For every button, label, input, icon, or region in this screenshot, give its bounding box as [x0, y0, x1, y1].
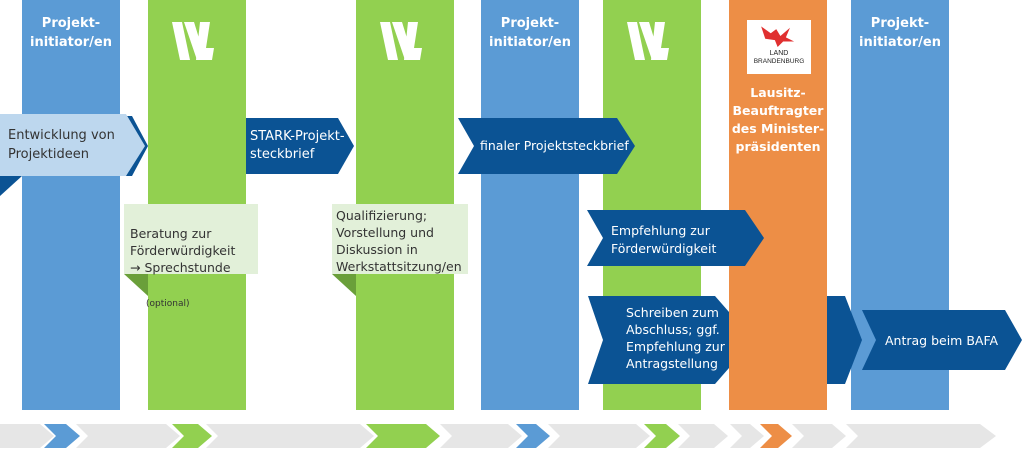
column-initiator-2: Projekt- initiator/en	[481, 0, 579, 410]
step-antrag: Antrag beim BAFA	[885, 333, 999, 348]
beratung-fold	[124, 274, 148, 296]
column-initiator-3-title: Projekt- initiator/en	[859, 16, 941, 50]
note-beratung: Beratung zur Förderwürdigkeit → Sprechst…	[130, 208, 256, 313]
antrag-arrow	[862, 310, 1022, 370]
wl-logo-icon	[172, 22, 214, 60]
column-initiator-1-title: Projekt- initiator/en	[30, 16, 112, 50]
note-qualifizierung: Qualifizierung; Vorstellung und Diskussi…	[336, 208, 462, 274]
note-beratung-optional: (optional)	[146, 299, 190, 309]
step-stark: STARK-Projekt- steckbrief	[250, 129, 345, 162]
column-initiator-1: Projekt- initiator/en	[22, 0, 120, 410]
empfehlung-arrow	[587, 210, 764, 266]
schreiben-arrow-ext	[827, 296, 862, 384]
step-entwicklung: Entwicklung von Projektideen	[8, 128, 115, 162]
entwicklung-box	[0, 114, 145, 176]
step-empfehlung: Empfehlung zur Förderwürdigkeit	[611, 223, 717, 256]
schreiben-arrow	[588, 296, 729, 384]
timeline	[0, 424, 996, 448]
eagle-icon	[761, 26, 795, 47]
finaler-arrow	[458, 118, 635, 174]
qualifizierung-box	[332, 204, 468, 274]
logo-line1: LAND	[769, 50, 789, 57]
logo-line2: BRANDENBURG	[753, 58, 805, 65]
step-schreiben: Schreiben zum Abschluss; ggf. Empfehlung…	[626, 305, 725, 371]
stark-arrow	[246, 118, 354, 174]
step-finaler: finaler Projektsteckbrief	[480, 138, 629, 153]
column-initiator-2-title: Projekt- initiator/en	[489, 16, 571, 50]
beratung-box	[124, 204, 258, 274]
column-brandenburg: LAND BRANDENBURG Lausitz- Beauftragter d…	[729, 0, 827, 410]
wl-logo-icon	[627, 22, 669, 60]
note-beratung-text: Beratung zur Förderwürdigkeit → Sprechst…	[130, 226, 236, 275]
qualifizierung-fold	[332, 274, 356, 296]
entwicklung-fold	[0, 176, 22, 196]
column-brandenburg-title: Lausitz- Beauftragter des Minister- präs…	[731, 85, 825, 154]
brandenburg-logo: LAND BRANDENBURG	[747, 20, 811, 74]
wl-logo-icon	[380, 22, 422, 60]
